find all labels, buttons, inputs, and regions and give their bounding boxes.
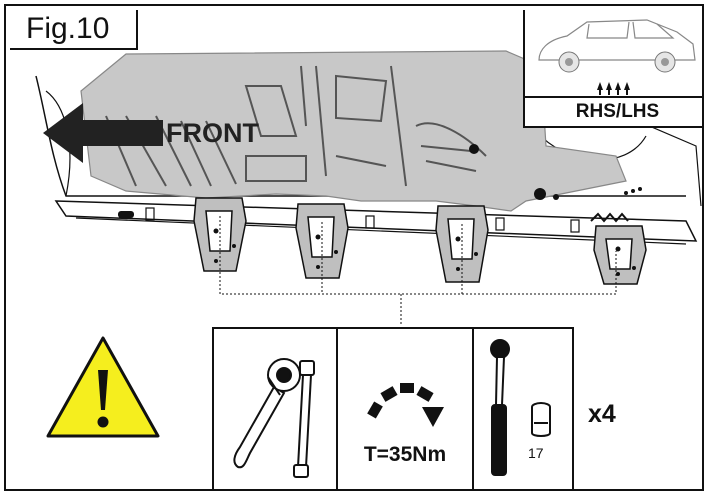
figure-label: Fig.10 xyxy=(10,10,138,50)
rear-mount-hole xyxy=(534,188,546,200)
panel-ribs xyxy=(105,65,487,187)
callout-lines xyxy=(219,216,617,324)
location-arrows xyxy=(597,82,630,95)
socket-size-label: 17 xyxy=(528,445,544,461)
tools-cell-torque: T=35Nm xyxy=(338,329,474,489)
bracket-2 xyxy=(295,203,349,279)
torque-wrench-icon xyxy=(490,339,510,476)
tools-cell-hand xyxy=(214,329,338,489)
front-label: FRONT xyxy=(166,118,259,148)
serrated-bracket xyxy=(590,212,629,223)
ratchet-wrench-icon xyxy=(233,358,301,469)
socket-icon xyxy=(531,402,551,437)
side-label: RHS/LHS xyxy=(525,96,702,126)
panel-hole xyxy=(469,144,479,154)
vehicle-thumbnail: RHS/LHS xyxy=(523,10,702,128)
tools-cell-socket: 17 xyxy=(474,329,572,489)
sill-slot xyxy=(118,211,134,218)
bracket-1 xyxy=(193,197,247,272)
warning-icon xyxy=(46,336,160,438)
bracket-4 xyxy=(593,225,647,285)
extension-bar-icon xyxy=(293,360,315,478)
car-side-icon xyxy=(538,19,696,95)
underbody-illustration xyxy=(35,50,702,324)
sill-lower xyxy=(75,217,687,245)
figure-frame: FRONT xyxy=(4,4,704,491)
torque-direction-icon xyxy=(367,383,444,427)
body-outline xyxy=(35,75,686,197)
tools-panel: T=35Nm 17 xyxy=(212,327,574,489)
front-arrow-icon xyxy=(43,103,163,163)
quantity-label: x4 xyxy=(588,400,616,428)
rear-panel xyxy=(625,115,702,207)
torque-value: T=35Nm xyxy=(363,443,447,466)
